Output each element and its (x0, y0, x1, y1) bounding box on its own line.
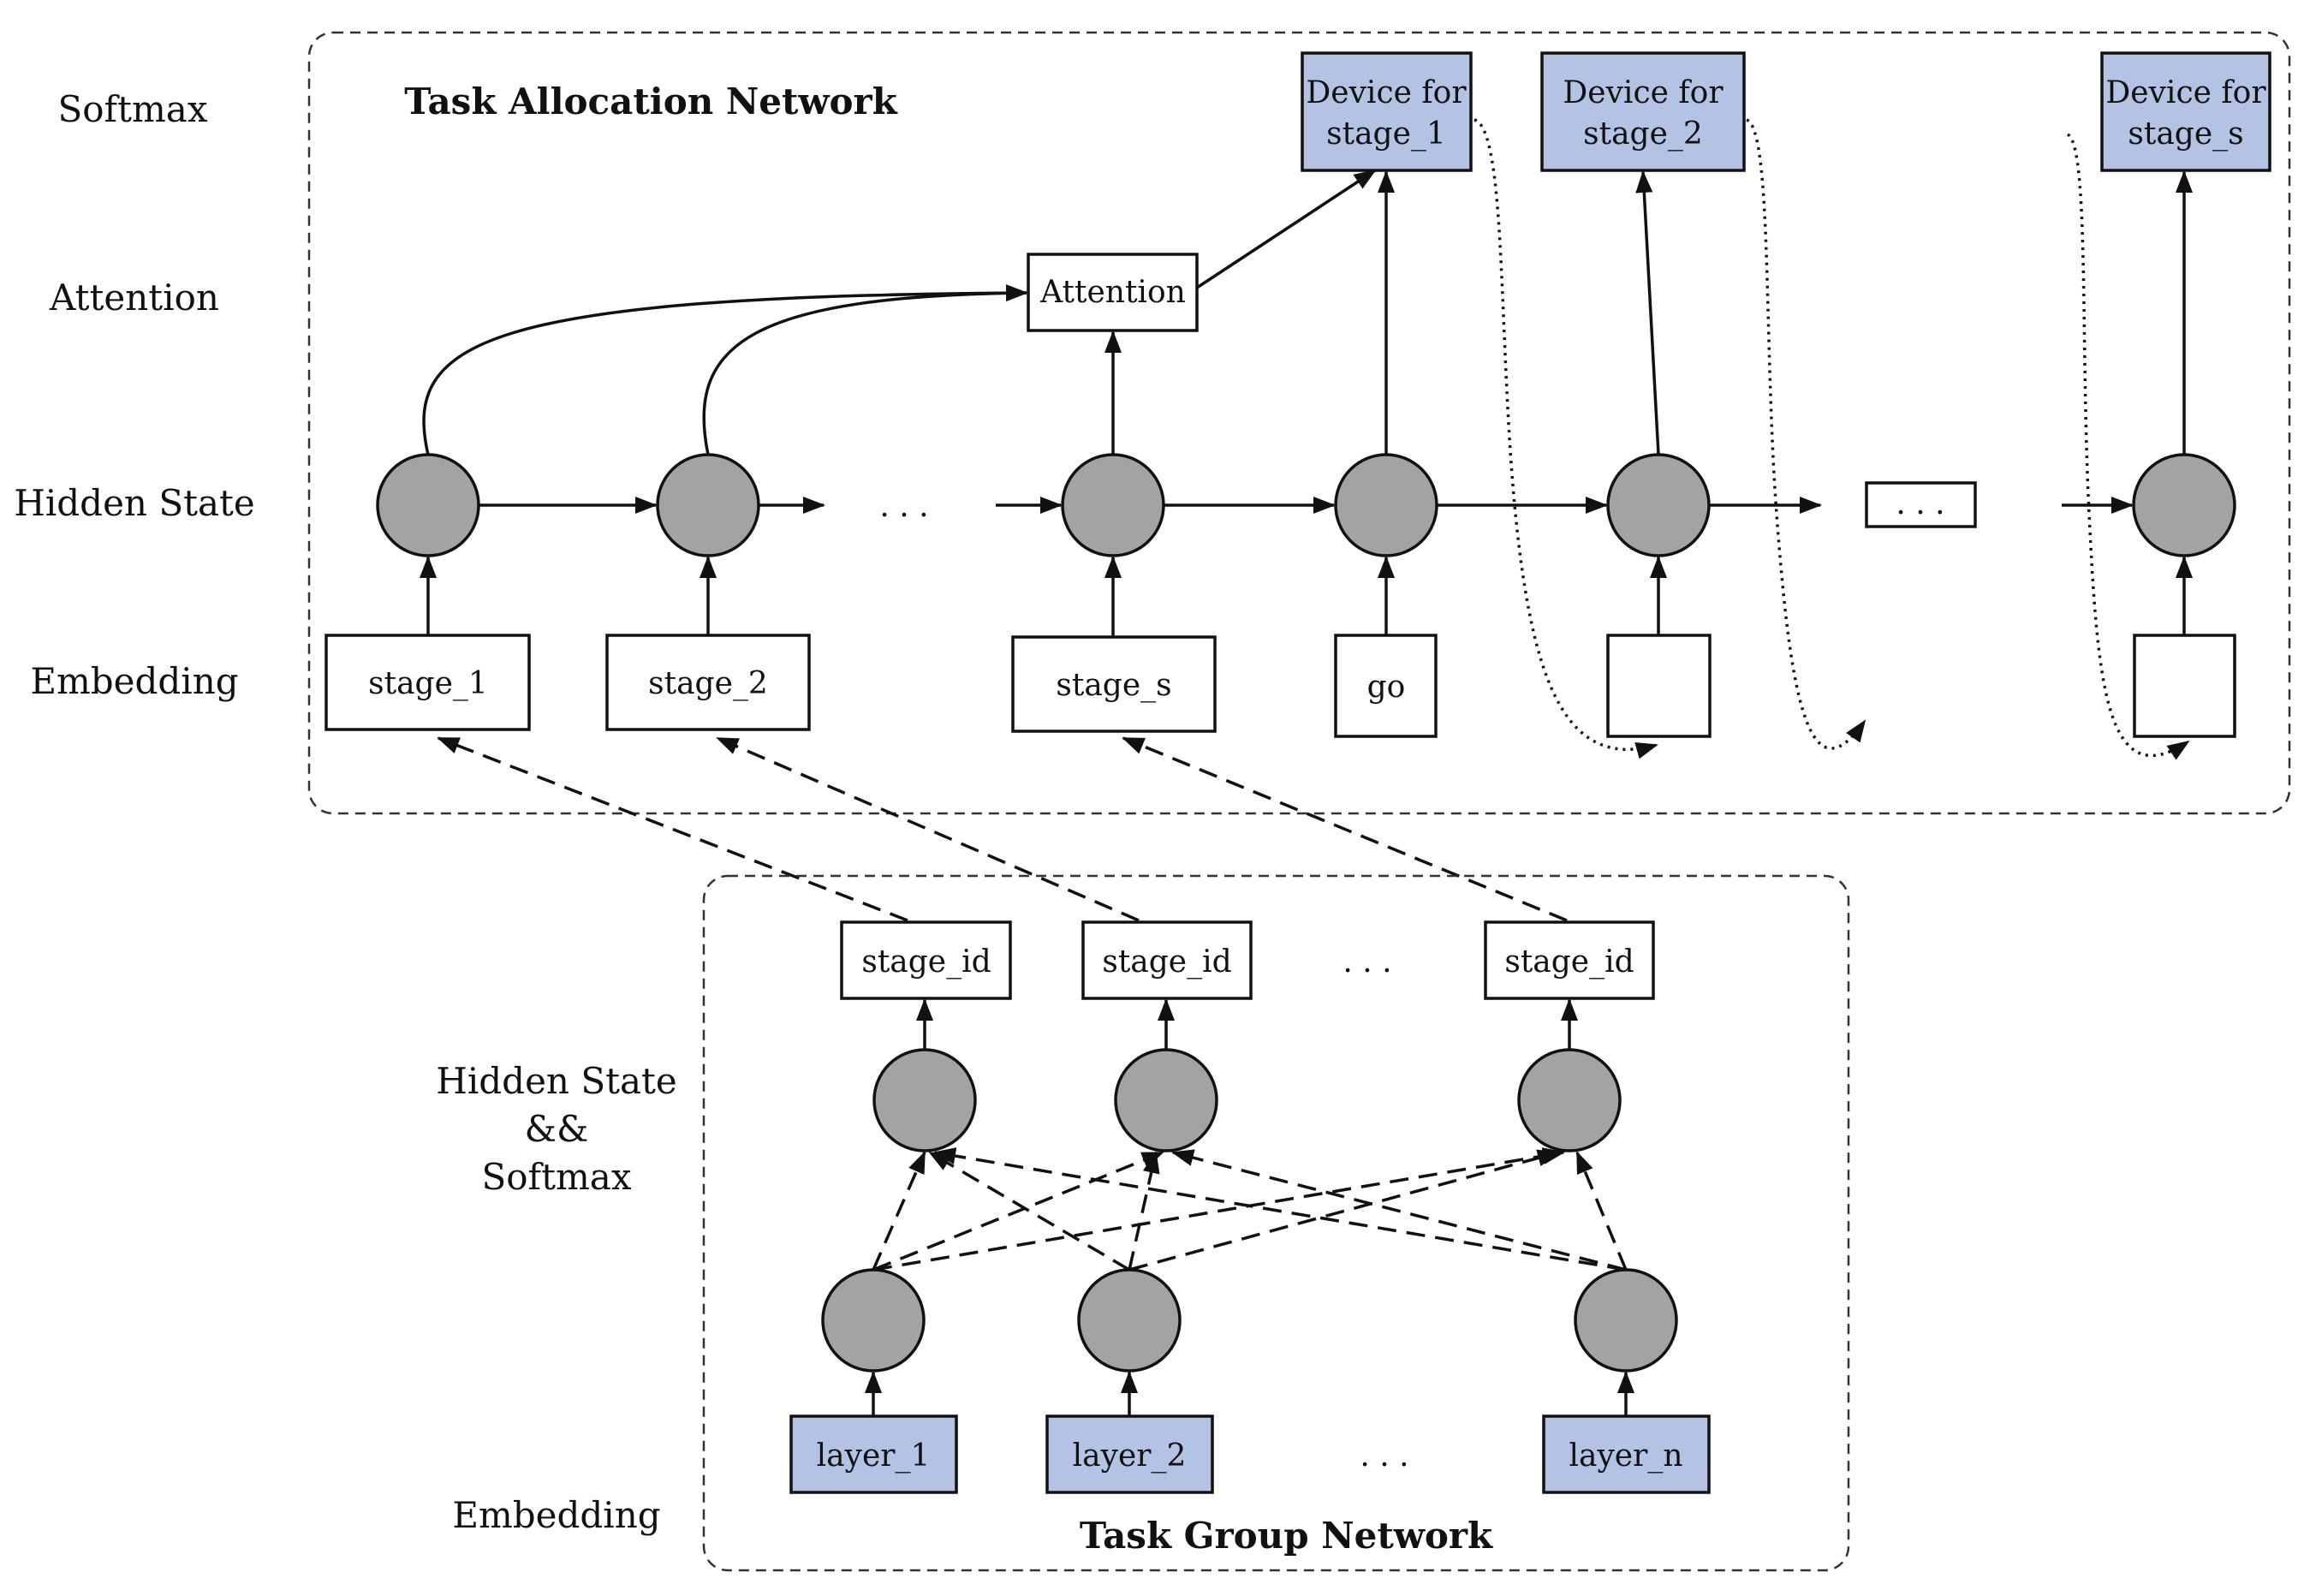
group-lower-node-2 (1077, 1268, 1182, 1373)
svg-text:stage_1: stage_1 (368, 666, 488, 701)
stage-id-box-2: stage_id (1081, 920, 1253, 1000)
task-group-title: Task Group Network (1080, 1515, 1493, 1557)
svg-text:layer_1: layer_1 (817, 1438, 931, 1474)
decoder-node-s (2132, 453, 2236, 557)
group-upper-node-3 (1517, 1048, 1622, 1152)
layer-box-1: layer_1 (789, 1414, 958, 1494)
svg-text:stage_2: stage_2 (1583, 116, 1703, 152)
hidden-node-2 (656, 453, 760, 557)
row-label-embedding-bottom: Embedding (452, 1494, 660, 1536)
task-allocation-frame (307, 31, 2291, 815)
embedding-box-stage-1: stage_1 (324, 634, 531, 731)
svg-text:stage_id: stage_id (1102, 944, 1231, 980)
device-box-stage-1: Device for stage_1 (1301, 51, 1473, 172)
arrow-decoder-2-to-device (1635, 170, 1660, 456)
layer-ellipsis: . . . (1360, 1438, 1408, 1474)
group-upper-node-2 (1114, 1048, 1218, 1152)
row-label-and: && (525, 1108, 589, 1150)
dashed-link-stage-id-2 (716, 736, 1140, 922)
arrow-attention-to-device-1 (1196, 169, 1377, 289)
stage-id-box-1: stage_id (840, 920, 1012, 1000)
stage-id-box-3: stage_id (1484, 920, 1655, 1000)
svg-text:stage_1: stage_1 (1326, 116, 1446, 152)
row-label-embedding-top: Embedding (30, 660, 238, 702)
hidden-node-1 (376, 453, 480, 557)
svg-text:stage_s: stage_s (2128, 116, 2243, 152)
svg-text:Device for: Device for (1306, 75, 1467, 110)
embedding-box-empty-2 (1606, 634, 1712, 738)
svg-text:. . .: . . . (1896, 486, 1944, 521)
ellipsis-box: . . . (1865, 481, 1977, 528)
feedback-loop-device-2 (1746, 118, 1866, 750)
stage-id-ellipsis: . . . (1343, 944, 1391, 980)
arrow-hidden-2-to-attention (702, 291, 1027, 456)
hidden-node-s (1061, 453, 1165, 557)
layer-box-2: layer_2 (1045, 1414, 1214, 1494)
feedback-loop-device-s (2066, 133, 2190, 760)
svg-text:Device for: Device for (2105, 75, 2266, 110)
svg-text:layer_2: layer_2 (1073, 1438, 1187, 1474)
group-lower-node-3 (1574, 1268, 1678, 1373)
layer-box-n: layer_n (1542, 1414, 1711, 1494)
embedding-box-stage-s: stage_s (1011, 635, 1217, 733)
svg-text:layer_n: layer_n (1569, 1438, 1682, 1474)
group-lower-node-1 (821, 1268, 926, 1373)
svg-text:stage_s: stage_s (1056, 668, 1171, 703)
embedding-box-go: go (1334, 634, 1438, 738)
row-label-softmax-2: Softmax (481, 1156, 631, 1198)
row-label-softmax: Softmax (57, 88, 207, 130)
svg-text:stage_id: stage_id (1504, 944, 1634, 980)
task-allocation-title: Task Allocation Network (404, 80, 897, 122)
row-label-hidden-state-2: Hidden State (436, 1060, 677, 1102)
decoder-node-2 (1606, 453, 1711, 557)
decoder-node-1 (1334, 453, 1438, 557)
row-label-hidden-state: Hidden State (14, 482, 255, 524)
dashed-link-stage-id-3 (1122, 736, 1568, 922)
device-box-stage-s: Device for stage_s (2100, 51, 2271, 172)
svg-text:stage_id: stage_id (861, 944, 991, 980)
group-upper-node-1 (872, 1048, 977, 1152)
embedding-box-stage-2: stage_2 (605, 634, 811, 731)
dense-connections (872, 1147, 1628, 1271)
svg-text:Attention: Attention (1039, 275, 1186, 310)
svg-text:go: go (1367, 670, 1406, 705)
hidden-ellipsis: . . . (879, 489, 928, 524)
dashed-link-stage-id-1 (437, 736, 908, 922)
svg-text:stage_2: stage_2 (648, 666, 768, 701)
arrow-hidden-1-to-attention (422, 284, 1028, 456)
attention-box: Attention (1027, 253, 1199, 332)
feedback-loop-device-1 (1473, 118, 1658, 759)
embedding-box-empty-s (2133, 634, 2236, 738)
device-box-stage-2: Device for stage_2 (1540, 51, 1746, 172)
svg-text:Device for: Device for (1563, 75, 1724, 110)
task-group-frame (702, 874, 1850, 1572)
row-label-attention: Attention (49, 277, 219, 319)
